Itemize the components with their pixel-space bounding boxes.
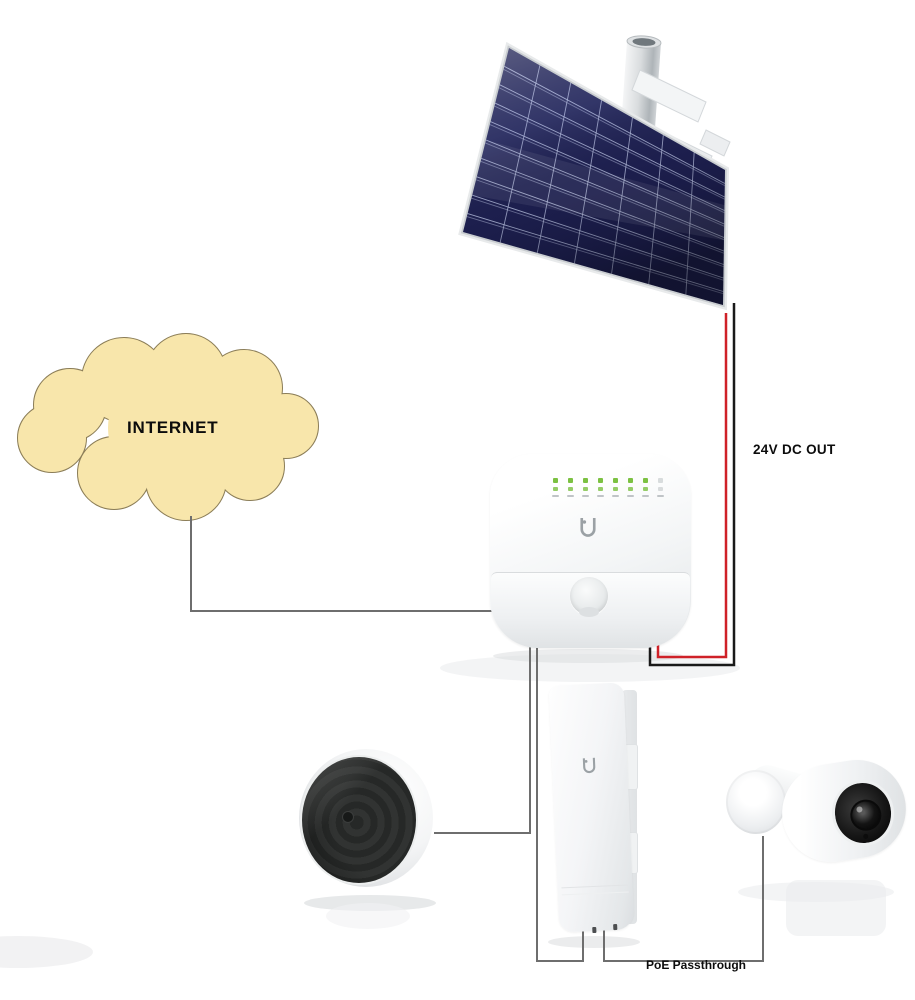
led-column (567, 478, 574, 497)
router-latch-knob (570, 577, 608, 617)
ubiquiti-logo-icon (582, 757, 596, 774)
led-column (627, 478, 634, 497)
internet-label: INTERNET (127, 418, 219, 437)
dome-radio-front (300, 755, 418, 885)
camera-ir-led (862, 833, 869, 840)
led-column (612, 478, 619, 497)
led-column (657, 478, 664, 497)
led-column (582, 478, 589, 497)
bullet-camera (722, 744, 913, 904)
wire-router-to-dome (434, 638, 531, 834)
dome-radio-led (342, 811, 354, 823)
camera-mount-base (726, 770, 786, 834)
wire-dc-red (656, 313, 728, 659)
internet-cloud-fill (18, 334, 318, 520)
nanostation-port (592, 926, 597, 934)
wire-dc-black (648, 303, 736, 667)
nanostation-seam (561, 884, 629, 896)
dome-radio (299, 749, 435, 889)
led-column (552, 478, 559, 497)
dc-out-label: 24V DC OUT (753, 442, 836, 457)
nanostation-port (613, 923, 618, 931)
nanostation (548, 680, 644, 936)
wire-router-to-nanostation (536, 638, 584, 962)
led-column (597, 478, 604, 497)
wire-nanostation-to-camera (603, 836, 764, 962)
nanostation-body (548, 682, 635, 934)
solar-panel (458, 41, 730, 311)
poe-passthrough-label: PoE Passthrough (646, 958, 747, 972)
wire-internet-to-router (190, 516, 497, 612)
led-indicators (552, 478, 664, 497)
edgepoint-router (490, 454, 691, 648)
floor-shadows (0, 649, 894, 968)
led-column (642, 478, 649, 497)
camera-lens-icon (848, 797, 884, 833)
ubiquiti-logo-icon (580, 518, 596, 537)
